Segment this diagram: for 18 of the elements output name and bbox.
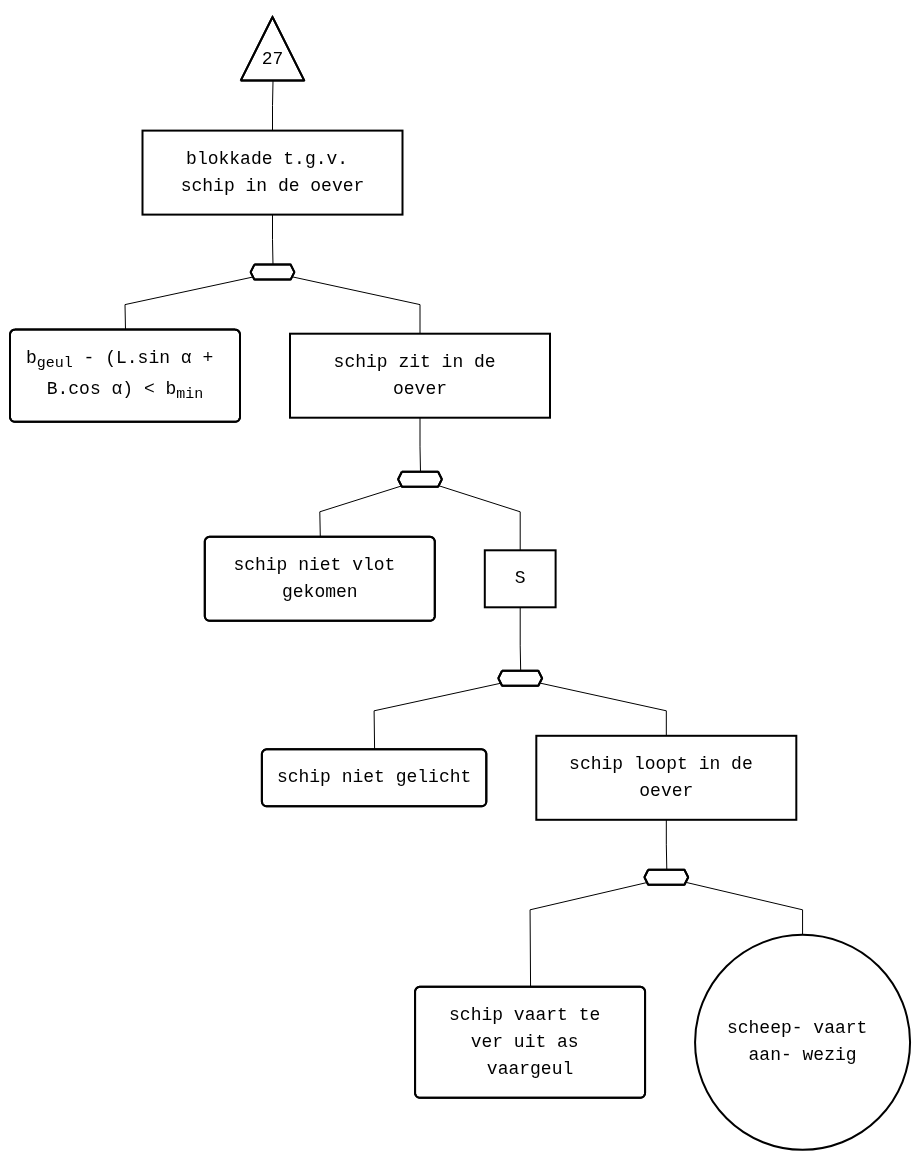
connector — [272, 80, 274, 131]
connector — [319, 485, 403, 538]
connector — [419, 416, 422, 473]
connector — [292, 276, 421, 334]
connector — [124, 276, 255, 331]
node-box: schip loopt in de oever — [535, 734, 798, 821]
node-box: S — [484, 548, 558, 608]
connector — [530, 881, 649, 988]
connector — [374, 682, 502, 750]
connector — [540, 682, 668, 736]
node-box: schip zit in de oever — [289, 332, 552, 419]
connector — [520, 606, 522, 672]
connector — [439, 485, 522, 551]
connector — [686, 881, 804, 935]
connector — [272, 213, 274, 266]
connector — [666, 818, 668, 871]
node-box: blokkade t.g.v. schip in de oever — [141, 129, 404, 216]
node-circle: scheep- vaart aan- wezig — [694, 933, 912, 1151]
